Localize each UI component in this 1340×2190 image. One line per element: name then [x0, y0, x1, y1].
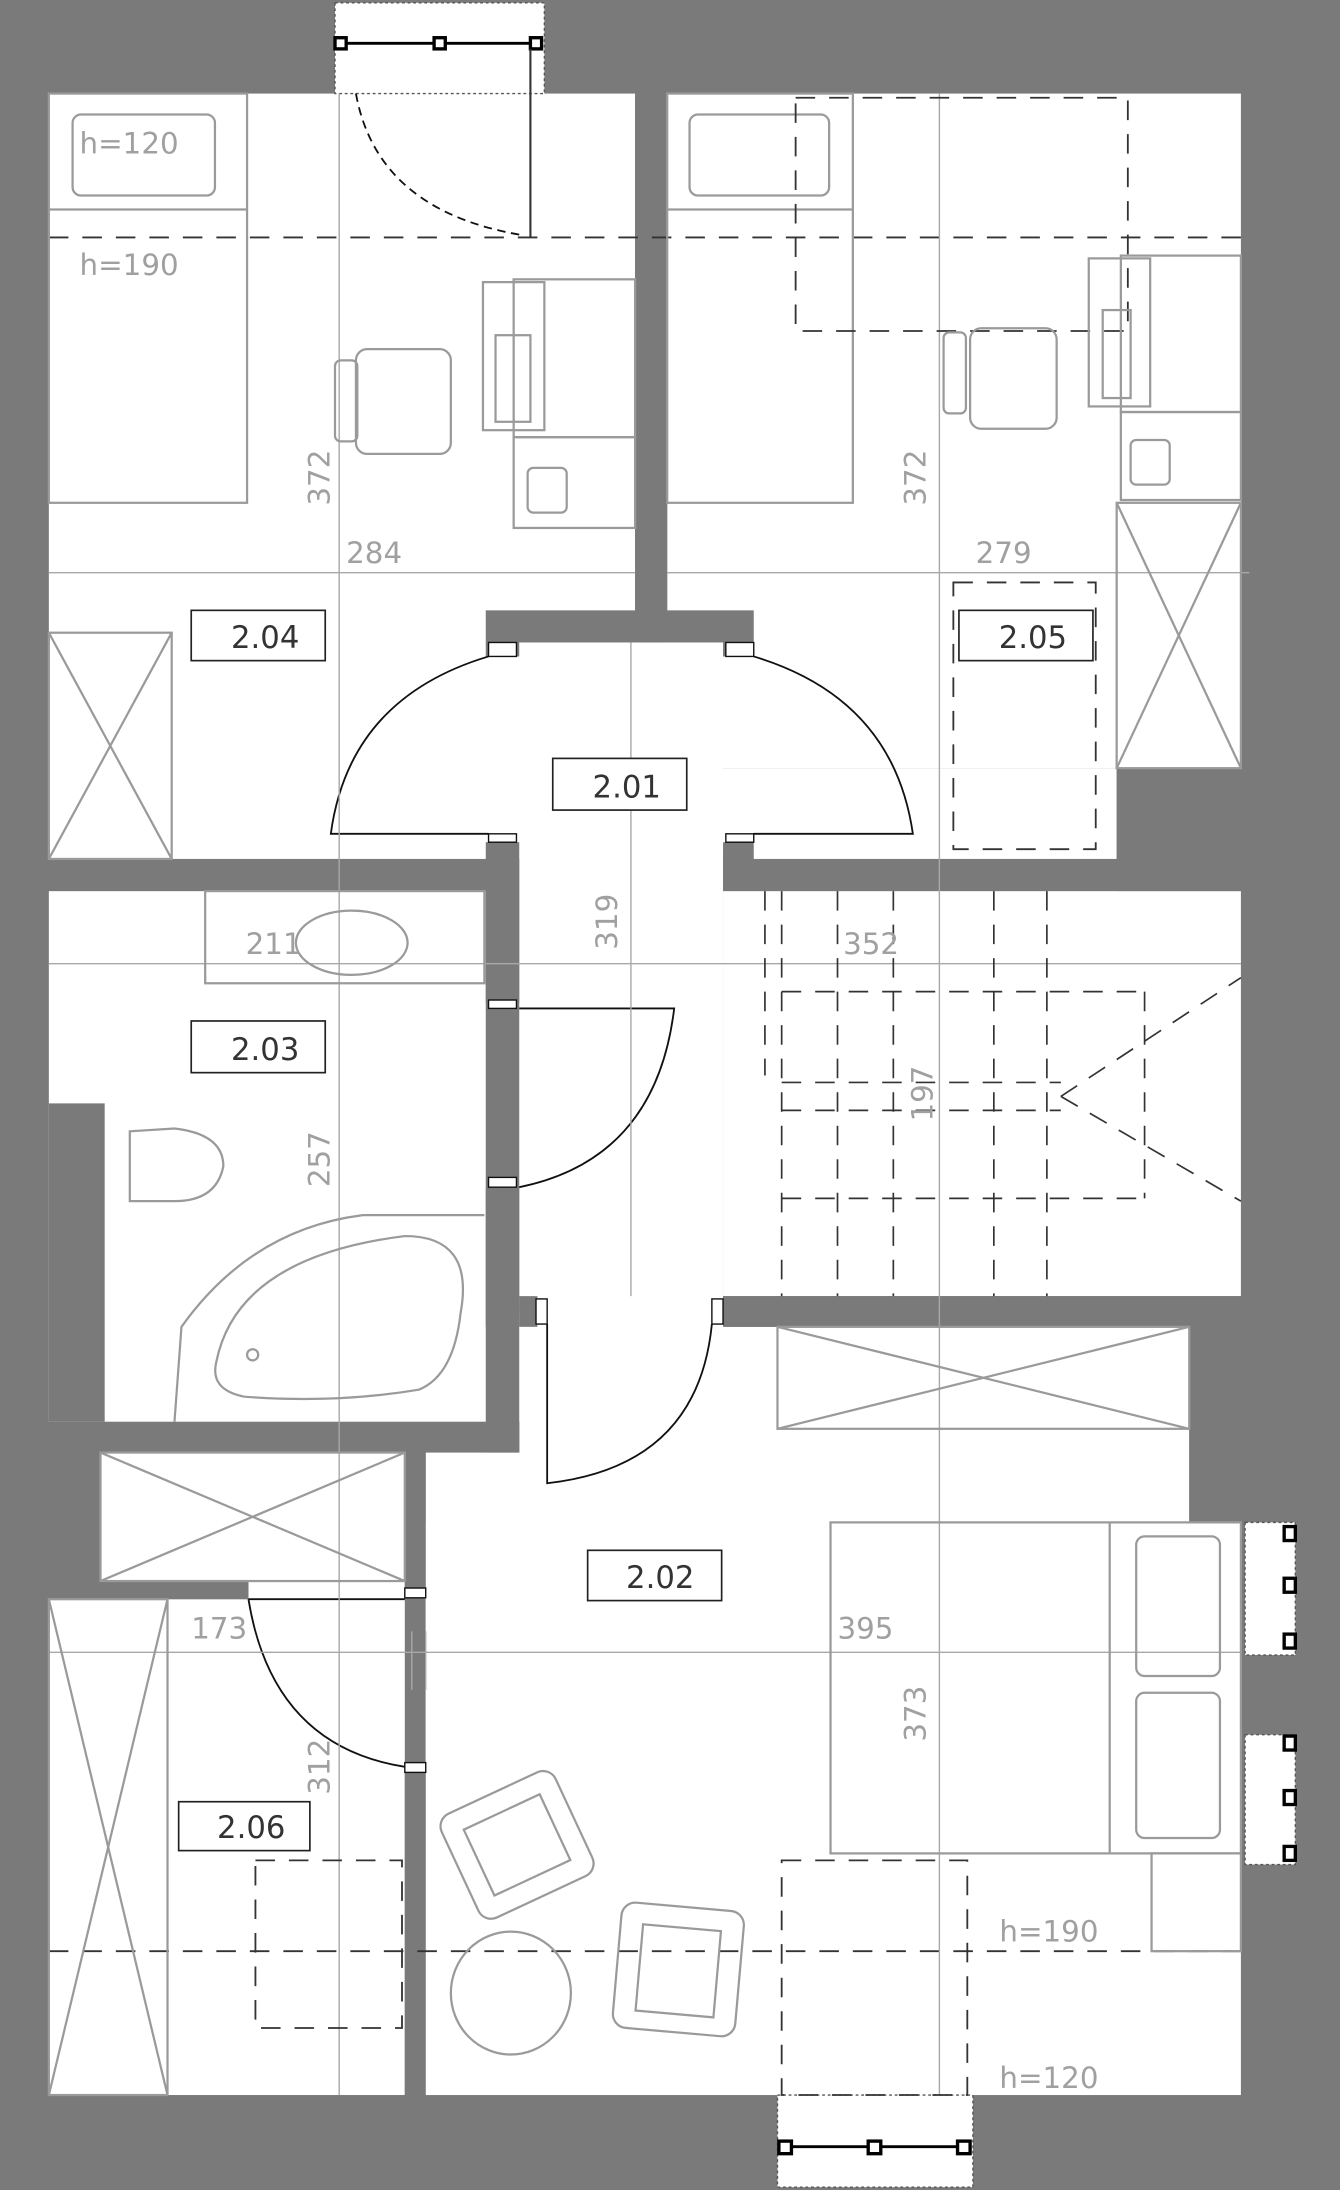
sink-icon: [294, 909, 409, 977]
height-label-h190-top: h=190: [80, 248, 179, 282]
dimension-2-01-height: 319: [590, 894, 624, 950]
floor-2-06-entry: [248, 1581, 405, 1600]
bed-2-04: [47, 92, 249, 504]
floor-door-passage: [519, 1312, 724, 1481]
floor-areas: [48, 93, 1241, 2096]
mouse-icon: [526, 466, 568, 514]
room-label-2-01: 2.01: [593, 769, 661, 805]
closet: [99, 1451, 406, 1583]
sink-counter: [204, 889, 486, 985]
room-label-2-05: 2.05: [999, 620, 1067, 656]
dimension-2-05-height: 372: [898, 450, 932, 506]
bathtub-icon: [173, 1213, 485, 1422]
windows: [333, 2, 1298, 2188]
dimension-2-03-width: 211: [246, 927, 302, 961]
wardrobe-2-05: [1115, 501, 1243, 770]
height-label-h120-bottom: h=120: [999, 2061, 1098, 2095]
dimension-2-06-height: 312: [302, 1739, 336, 1795]
floor-stairs: [723, 891, 1241, 1297]
wardrobe-2-02: [776, 1325, 1191, 1430]
dimension-2-05-width: 279: [976, 536, 1032, 570]
wardrobe-2-06: [47, 1598, 169, 2097]
dimension-2-06-width: 173: [191, 1611, 247, 1645]
bed-2-05: [666, 92, 854, 504]
stairs: [764, 891, 1242, 1297]
chair-2-04: [354, 348, 452, 456]
height-label-h190-bottom: h=190: [999, 1914, 1098, 1948]
room-label-2-02: 2.02: [626, 1560, 694, 1596]
floor-room-2-02-right: [425, 1522, 1241, 2096]
coffee-table: [449, 1930, 573, 2056]
dimension-2-02-height: 373: [898, 1686, 932, 1742]
bed-2-02: [829, 1521, 1243, 1855]
wardrobe-2-04: [47, 631, 173, 861]
dimension-lines: [48, 93, 1250, 2096]
armchair-1: [439, 1769, 595, 1920]
room-label-2-03: 2.03: [231, 1032, 299, 1068]
dimension-2-04-height: 372: [302, 450, 336, 506]
dimension-2-03-height: 257: [302, 1131, 336, 1187]
room-label-2-04: 2.04: [231, 620, 299, 656]
room-label-2-06: 2.06: [217, 1810, 285, 1846]
pillow-icon: [71, 113, 217, 197]
dimension-stairs-height: 197: [905, 1066, 939, 1122]
inner-walls: [48, 93, 1241, 2096]
furniture: [47, 92, 1243, 2097]
dimension-labels: h=120 h=190 372 284 372 279 211 319 352 …: [80, 127, 1099, 2095]
dimension-stairs-width: 352: [843, 927, 899, 961]
toilet-icon: [128, 1127, 225, 1203]
dimension-2-04-width: 284: [346, 536, 402, 570]
dimension-2-02-width: 395: [837, 1611, 893, 1645]
doors: [247, 93, 914, 1774]
room-labels: 2.04 2.05 2.01 2.03 2.02 2.06: [177, 609, 1094, 1852]
floor-hall-2-01: [519, 642, 724, 1327]
chair-2-05: [968, 327, 1058, 430]
floor-room-2-03: [48, 891, 486, 1422]
height-label-h120-top: h=120: [80, 127, 179, 161]
armchair-2: [611, 1901, 745, 2038]
